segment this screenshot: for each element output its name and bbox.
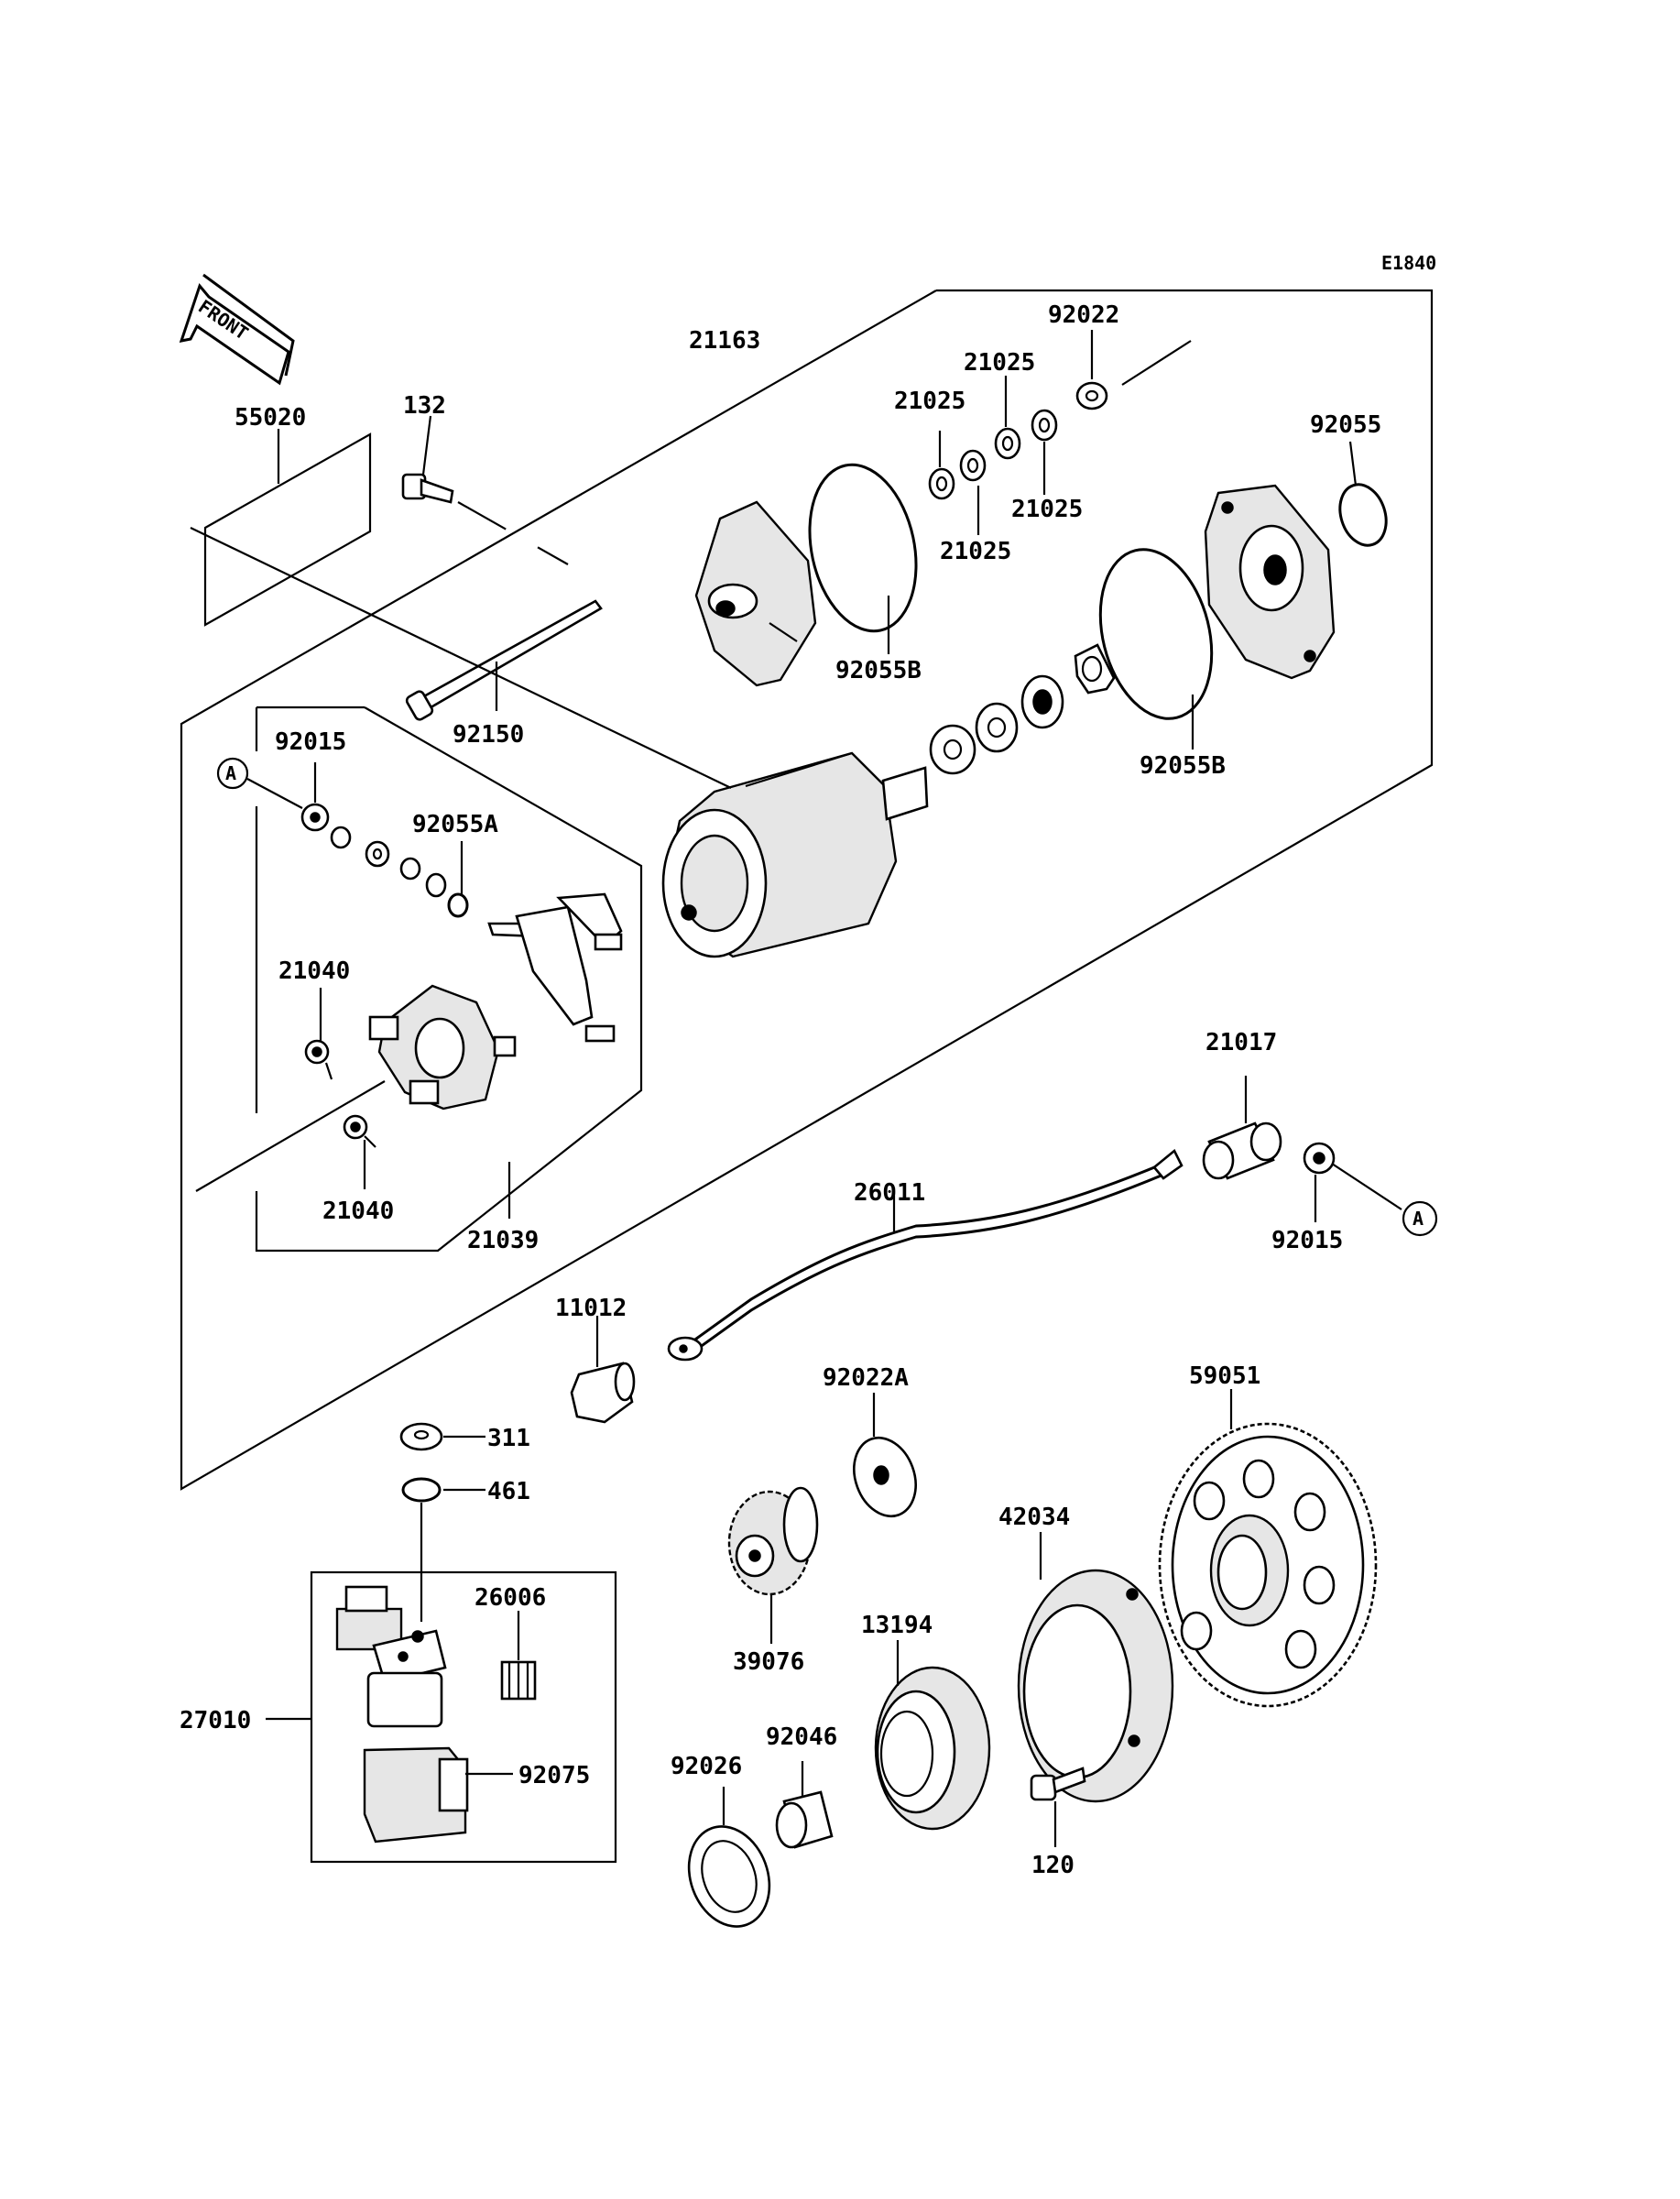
front-arrow-icon: FRONT bbox=[179, 273, 295, 386]
label-461: 461 bbox=[487, 1478, 530, 1505]
starter-relay bbox=[335, 1585, 447, 1728]
label-92055B-right: 92055B bbox=[1140, 752, 1226, 780]
label-21025-left: 21025 bbox=[894, 388, 965, 415]
brush-plate bbox=[368, 984, 517, 1110]
label-21040-bottom: 21040 bbox=[322, 1198, 394, 1225]
label-92022A: 92022A bbox=[823, 1364, 909, 1392]
starter-assembly-outline bbox=[180, 289, 1434, 1491]
label-13194: 13194 bbox=[861, 1612, 933, 1639]
label-21039: 21039 bbox=[467, 1227, 539, 1254]
label-59051: 59051 bbox=[1189, 1362, 1260, 1390]
label-92046: 92046 bbox=[766, 1723, 837, 1751]
one-way-clutch-13194 bbox=[874, 1640, 991, 1831]
starter-relay-box bbox=[310, 1570, 617, 1864]
idler-gear-39076 bbox=[727, 1486, 819, 1644]
label-11012: 11012 bbox=[555, 1295, 627, 1322]
o-ring-92055B-left bbox=[808, 463, 918, 633]
callout-a-left: A bbox=[216, 757, 303, 809]
bolt-120 bbox=[1030, 1767, 1086, 1847]
label-26006: 26006 bbox=[475, 1584, 546, 1612]
label-92150: 92150 bbox=[453, 721, 524, 749]
label-311: 311 bbox=[487, 1425, 530, 1452]
washer-461 bbox=[401, 1477, 485, 1622]
label-92055A: 92055A bbox=[412, 811, 498, 838]
o-ring-92055 bbox=[1338, 483, 1388, 547]
label-21163: 21163 bbox=[689, 327, 760, 355]
callout-letter-left: A bbox=[225, 762, 236, 784]
brush-assembly-box bbox=[255, 706, 643, 1253]
diagram-code: E1840 bbox=[1381, 252, 1436, 274]
washer-92026 bbox=[687, 1787, 771, 1928]
starter-cable-26011 bbox=[667, 1148, 1184, 1362]
through-bolt-92150 bbox=[405, 599, 603, 721]
label-55020: 55020 bbox=[235, 404, 306, 432]
o-ring-92055B-right bbox=[1098, 548, 1214, 720]
label-92015-left: 92015 bbox=[275, 728, 346, 756]
label-21040-top: 21040 bbox=[278, 957, 350, 985]
label-92026: 92026 bbox=[671, 1753, 742, 1780]
label-92022: 92022 bbox=[1048, 301, 1119, 329]
label-132: 132 bbox=[403, 392, 446, 420]
part-labels: 55020 132 21163 92022 21025 21025 21025 … bbox=[180, 301, 1381, 1879]
label-21025-top: 21025 bbox=[964, 349, 1035, 377]
relay-cover-92075 bbox=[363, 1746, 513, 1843]
needle-bearing-92046 bbox=[775, 1761, 834, 1849]
label-21025-right: 21025 bbox=[1011, 496, 1083, 523]
clutch-housing-42034 bbox=[1017, 1532, 1174, 1803]
label-27010: 27010 bbox=[180, 1707, 251, 1734]
bolt-132 bbox=[401, 415, 569, 565]
label-92055B-left: 92055B bbox=[835, 657, 922, 684]
brush-springs-21040 bbox=[304, 988, 376, 1189]
terminal-boot-21017 bbox=[1202, 1076, 1282, 1180]
label-21017: 21017 bbox=[1205, 1029, 1277, 1056]
armature-washers bbox=[929, 643, 1116, 775]
connector-26006 bbox=[500, 1611, 537, 1701]
nut-92015-right bbox=[1303, 1142, 1402, 1222]
terminal-cap-11012 bbox=[570, 1316, 636, 1424]
rear-end-cover bbox=[694, 500, 817, 687]
label-39076: 39076 bbox=[733, 1648, 804, 1676]
starter-gear-59051 bbox=[1158, 1389, 1378, 1708]
label-plate-55020 bbox=[203, 429, 372, 627]
label-92015-right: 92015 bbox=[1271, 1227, 1343, 1254]
washer-92022A bbox=[853, 1393, 917, 1518]
washer-stack-21025 bbox=[928, 330, 1192, 535]
label-42034: 42034 bbox=[998, 1504, 1070, 1531]
callout-a-right: A bbox=[1402, 1200, 1438, 1237]
label-92055: 92055 bbox=[1310, 411, 1381, 439]
label-120: 120 bbox=[1031, 1852, 1075, 1879]
label-92075: 92075 bbox=[518, 1762, 590, 1789]
brush-holder-bracket bbox=[515, 892, 623, 1043]
callout-letter-right: A bbox=[1413, 1208, 1424, 1230]
label-26011: 26011 bbox=[854, 1179, 925, 1207]
nut-311 bbox=[399, 1422, 485, 1451]
yoke-armature bbox=[661, 751, 929, 958]
front-end-cover bbox=[1204, 484, 1336, 680]
front-label: FRONT bbox=[194, 295, 252, 345]
label-21025-bottom: 21025 bbox=[940, 538, 1011, 565]
